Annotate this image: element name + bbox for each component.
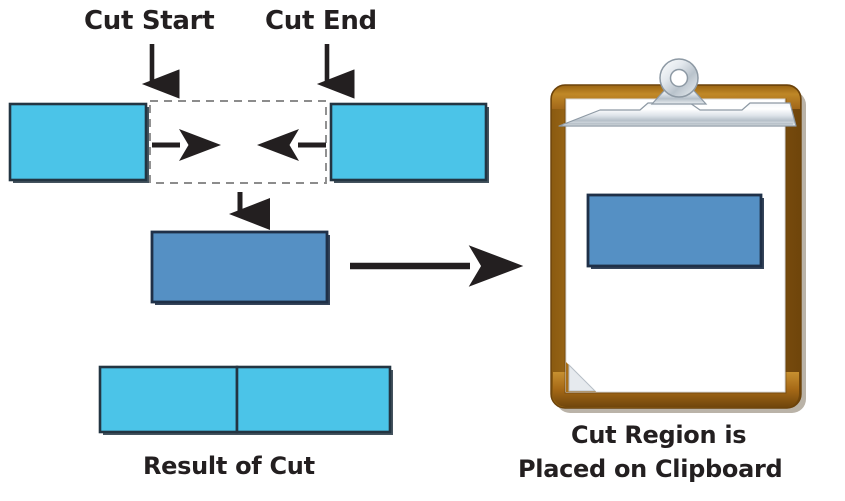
clipboard-clip [558,81,797,127]
source-right-block-group [329,102,489,183]
clipboard-pasted-block [586,193,764,269]
result-left-block-group [98,365,240,435]
paper-fold-corner [566,362,597,392]
result-right-block-group [235,365,393,435]
clipboard-caption-line2: Placed on Clipboard [518,455,783,483]
cut-end-label: Cut End [265,6,377,36]
clipboard-ring [659,58,699,98]
result-of-cut-label: Result of Cut [143,452,315,480]
clipboard-caption-line1: Cut Region is [571,421,747,449]
source-left-block-group [8,102,149,183]
cut-start-label: Cut Start [84,6,215,36]
cut-block-group [150,230,330,305]
clipboard-illustration [550,58,806,413]
cut-region-dashed-outline [149,100,327,184]
